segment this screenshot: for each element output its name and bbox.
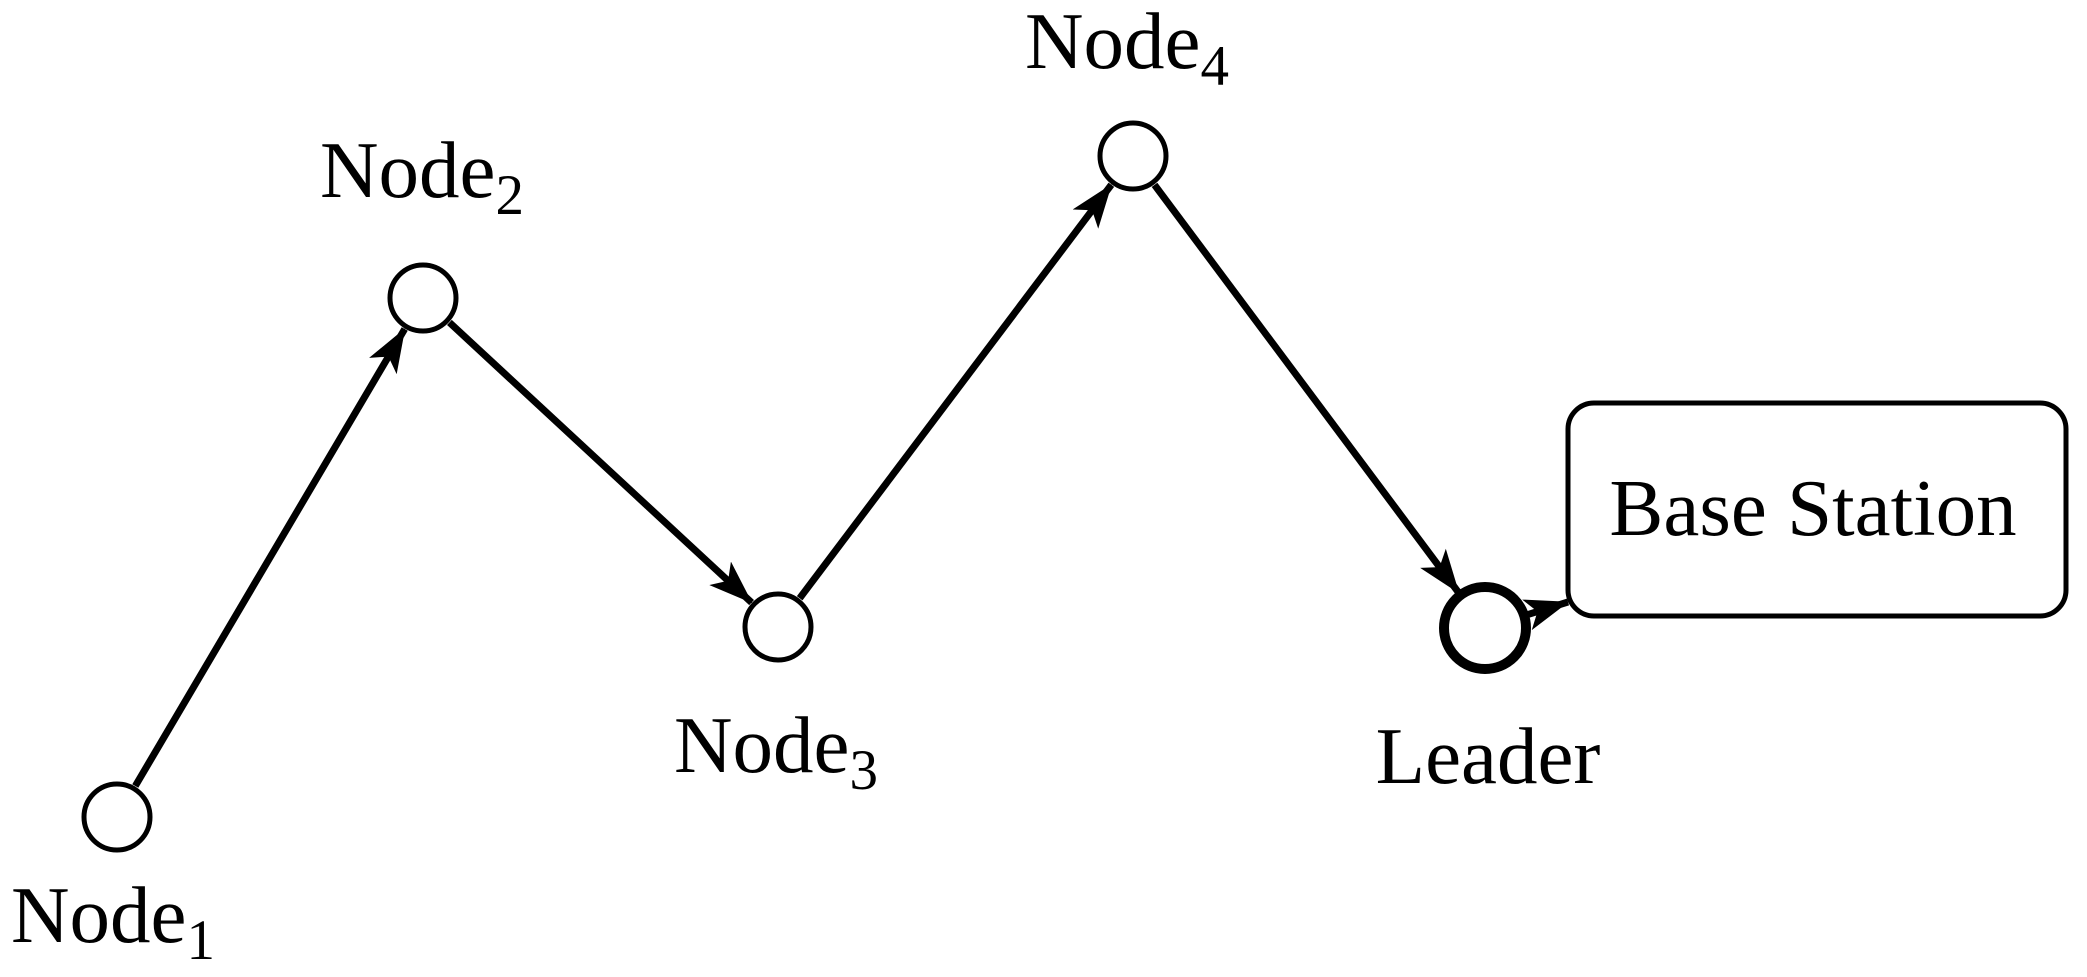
node-label-subscript-node2: 2 bbox=[495, 164, 524, 227]
node-label-leader: Leader bbox=[1376, 711, 1601, 801]
node-label-node4: Node4 bbox=[1025, 0, 1229, 98]
node-label-subscript-node1: 1 bbox=[186, 909, 215, 972]
node-circle-node4 bbox=[1097, 120, 1169, 192]
edge-node1-to-node2 bbox=[132, 327, 408, 788]
node-label-subscript-node3: 3 bbox=[849, 739, 878, 802]
edge-node4-to-leader bbox=[1151, 182, 1462, 595]
node-circle-node2 bbox=[387, 262, 459, 334]
node-label-node3: Node3 bbox=[674, 700, 878, 802]
edge-node3-to-node4 bbox=[796, 182, 1115, 601]
node-circle-node3 bbox=[742, 591, 814, 663]
base-station-label: Base Station bbox=[1609, 463, 2016, 553]
edge-leader-to-base-station bbox=[1522, 598, 1570, 631]
node-label-node1: Node1 bbox=[11, 870, 215, 972]
node-label-subscript-node4: 4 bbox=[1200, 35, 1229, 98]
edge-node2-to-node3 bbox=[447, 319, 754, 606]
base-station-box bbox=[1565, 400, 2069, 619]
node-circle-leader bbox=[1439, 582, 1531, 674]
node-circle-node1 bbox=[81, 781, 153, 853]
node-label-node2: Node2 bbox=[320, 125, 524, 227]
